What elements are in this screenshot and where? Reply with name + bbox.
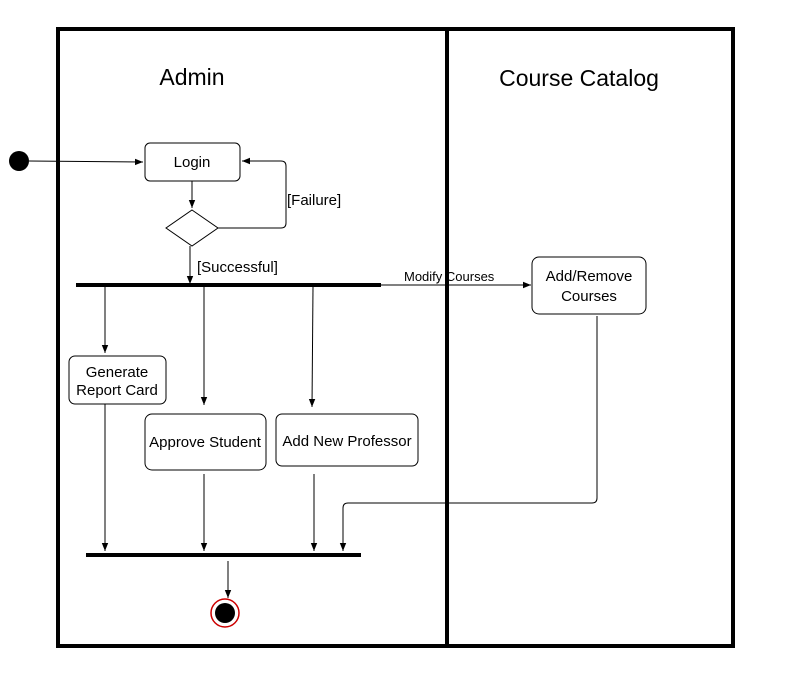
admin-lane-title: Admin (159, 64, 224, 90)
login-node: Login (144, 142, 241, 182)
approve-student-node: Approve Student (144, 413, 267, 471)
failure-guard: [Failure] (287, 192, 341, 209)
add-remove-label-line2: Courses (561, 288, 617, 305)
edge-fork-add-professor (308, 286, 316, 408)
initial-node (9, 151, 29, 171)
edge-failure-loop (218, 157, 287, 229)
add-remove-label-line1: Add/Remove (546, 268, 633, 285)
login-label: Login (174, 154, 211, 171)
generate-report-card-node: Generate Report Card (68, 355, 167, 405)
generate-label-line2: Report Card (76, 382, 158, 399)
successful-guard: [Successful] (197, 259, 278, 276)
add-new-professor-node: Add New Professor (275, 413, 419, 467)
add-remove-courses-node: Add/Remove Courses (531, 256, 647, 315)
add-new-professor-label: Add New Professor (282, 433, 411, 450)
edge-add-remove-join (339, 316, 598, 551)
final-node (210, 598, 240, 628)
edge-start-login (28, 158, 144, 166)
decision-node (165, 209, 219, 247)
course-catalog-lane-title: Course Catalog (499, 65, 659, 91)
approve-student-label: Approve Student (149, 434, 262, 451)
generate-label-line1: Generate (86, 364, 149, 381)
modify-courses-label: Modify Courses (404, 269, 495, 284)
course-catalog-lane (445, 27, 735, 648)
